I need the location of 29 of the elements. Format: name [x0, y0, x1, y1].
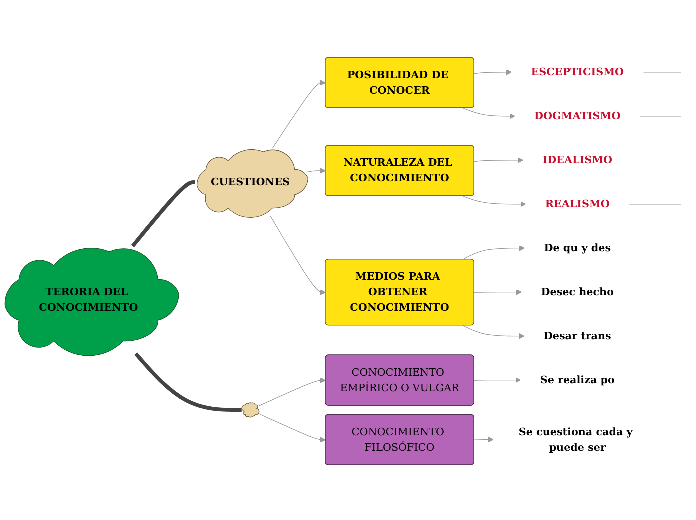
node-text: Se realiza po: [540, 374, 615, 386]
node-text: DOGMATISMO: [534, 110, 621, 122]
connector: [629, 204, 682, 205]
node-text: IDEALISMO: [542, 154, 613, 166]
arrow: [462, 108, 516, 120]
arrow: [258, 414, 326, 443]
arrow: [462, 325, 525, 340]
node-text: ESCEPTICISMO: [531, 66, 624, 78]
node-text: REALISMO: [545, 198, 610, 210]
arrow: [462, 196, 526, 208]
arrow: [258, 378, 326, 406]
connector: [131, 180, 196, 248]
arrow: [306, 168, 326, 174]
arrow: [474, 377, 522, 384]
node-text: Se cuestiona cada y puede ser: [518, 426, 633, 454]
arrow: [474, 158, 524, 164]
connector: [134, 352, 242, 412]
node-text: De qu y des: [544, 242, 612, 254]
arrow: [270, 216, 326, 296]
arrow: [474, 436, 494, 443]
connector: [640, 116, 682, 117]
arrow: [462, 246, 526, 260]
arrow: [474, 290, 522, 296]
node-text: Desec hecho: [541, 286, 614, 298]
node-cloud: [242, 402, 260, 418]
node-text: Desar trans: [544, 330, 612, 342]
arrow: [474, 70, 512, 76]
arrow: [272, 80, 326, 149]
connector: [643, 72, 682, 73]
